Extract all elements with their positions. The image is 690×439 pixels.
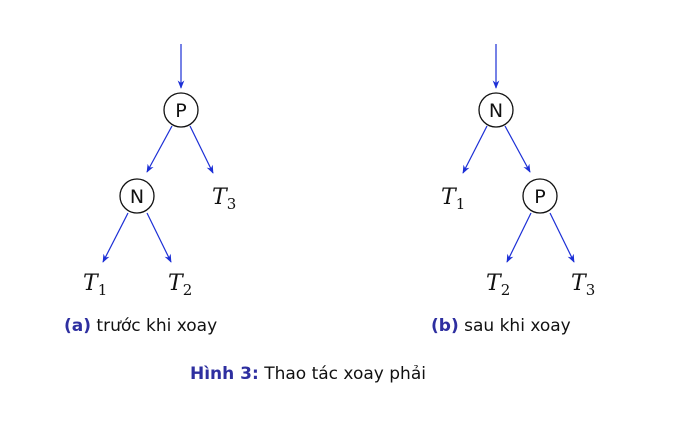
figure-label: Hình 3: (190, 364, 259, 384)
subtree-a-t3: T3 (212, 185, 236, 213)
caption-b-text: sau khi xoay (464, 316, 571, 336)
edge-a-p-to-t3 (189, 125, 214, 174)
subtree-b-t3: T3 (571, 271, 595, 299)
caption-b: (b) sau khi xoay (431, 316, 571, 336)
subtree-b-t2: T2 (486, 271, 510, 299)
node-a-child (119, 178, 155, 214)
edge-b-p-to-t2 (506, 212, 532, 263)
subtree-b-t1: T1 (441, 185, 465, 213)
figure-caption: Hình 3: Thao tác xoay phải (190, 364, 426, 384)
figure-title: Thao tác xoay phải (264, 364, 426, 384)
edge-b-n-to-p (504, 125, 531, 173)
node-a-root (163, 92, 199, 128)
edge-b-n-to-t1 (462, 125, 488, 174)
edge-a-n-to-t1 (102, 212, 129, 263)
subtree-a-t1: T1 (83, 271, 107, 299)
caption-b-tag: (b) (431, 316, 459, 336)
edge-a-n-to-t2 (146, 212, 172, 263)
edge-a-p-to-n (146, 125, 173, 173)
node-b-root-label: N (489, 100, 503, 122)
subtree-a-t2: T2 (168, 271, 192, 299)
caption-a-text: trước khi xoay (96, 316, 218, 336)
caption-a-tag: (a) (64, 316, 92, 336)
node-b-root (478, 92, 514, 128)
node-b-child (522, 178, 558, 214)
panel-a-tree: P N T3 T1 T2 (83, 44, 236, 299)
panel-b-tree: N P T1 T2 T3 (441, 44, 595, 299)
edge-b-p-to-t3 (549, 212, 575, 263)
node-b-child-label: P (534, 186, 545, 208)
caption-a: (a) trước khi xoay (64, 316, 217, 336)
node-a-root-label: P (175, 100, 186, 122)
node-a-child-label: N (130, 186, 144, 208)
